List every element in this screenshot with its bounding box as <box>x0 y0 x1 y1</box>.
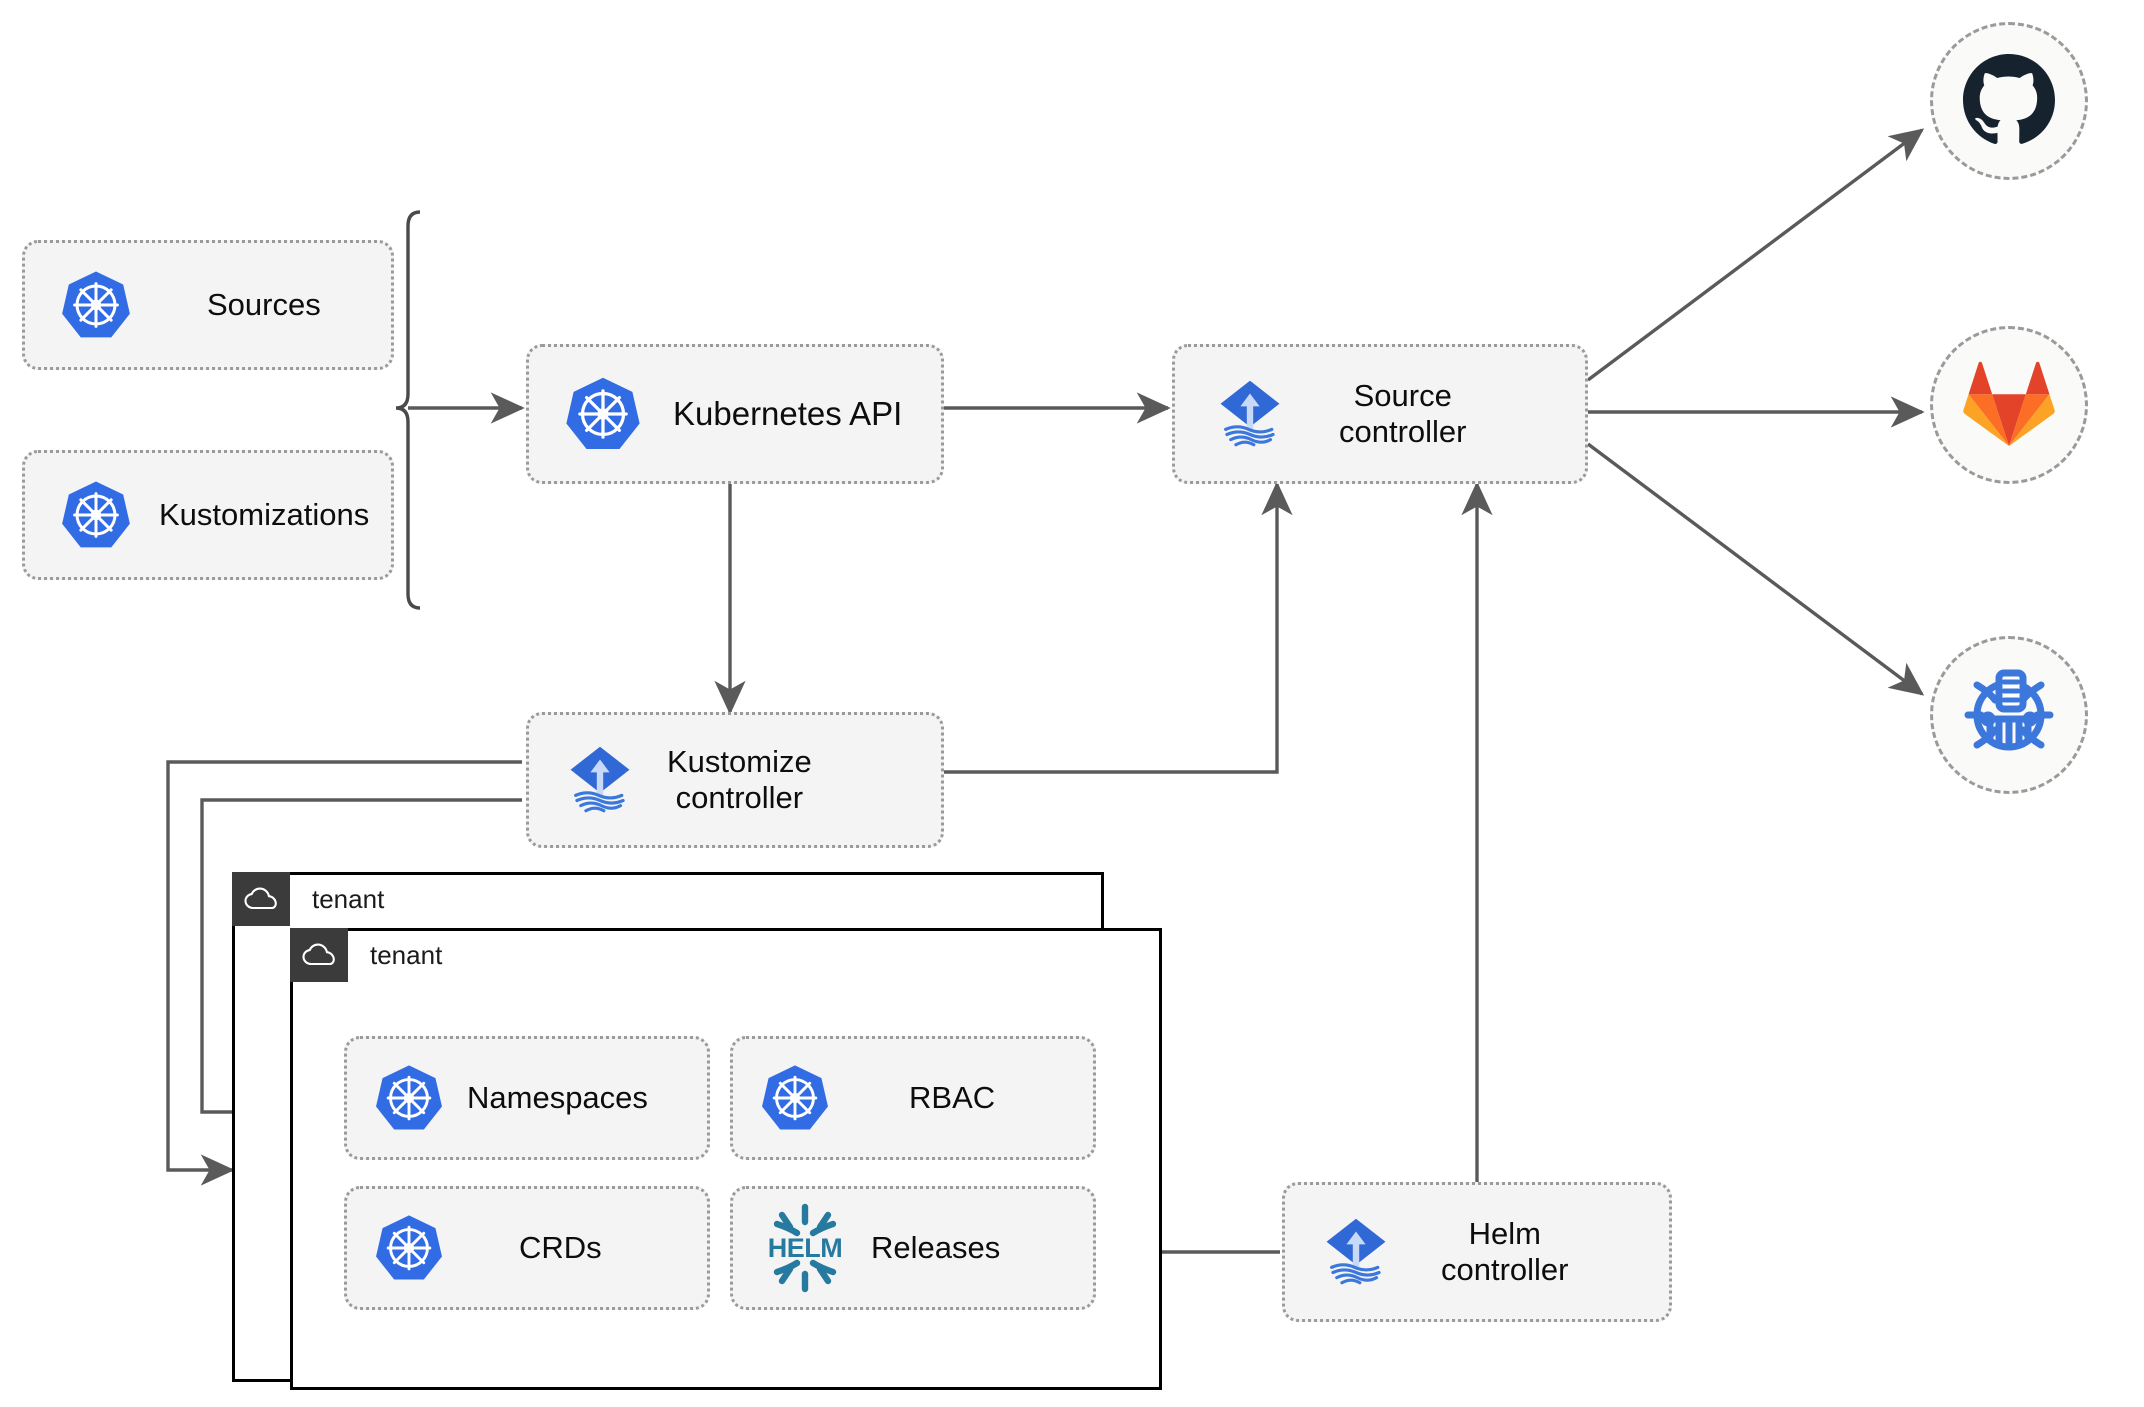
tenant-header: tenant <box>290 928 442 982</box>
kubernetes-icon <box>373 1212 445 1284</box>
tenant-header: tenant <box>232 872 384 926</box>
flux-icon <box>559 739 641 821</box>
tenant-title: tenant <box>312 883 385 914</box>
endpoint-github[interactable] <box>1930 22 2088 180</box>
node-label: RBAC <box>909 1080 996 1116</box>
helm-registry-icon <box>1959 663 2059 768</box>
node-label: Sources <box>207 287 321 323</box>
kubernetes-icon <box>59 268 133 342</box>
tenant-title: tenant <box>370 939 443 970</box>
svg-text:HELM: HELM <box>768 1233 843 1263</box>
endpoint-gitlab[interactable] <box>1930 326 2088 484</box>
node-crds[interactable]: CRDs <box>344 1186 710 1310</box>
gitlab-icon <box>1963 360 2055 451</box>
kubernetes-icon <box>759 1062 831 1134</box>
node-namespaces[interactable]: Namespaces <box>344 1036 710 1160</box>
node-releases[interactable]: HELM Releases <box>730 1186 1096 1310</box>
node-sources[interactable]: Sources <box>22 240 394 370</box>
helm-icon: HELM <box>757 1202 853 1294</box>
flux-icon <box>1209 373 1291 455</box>
node-label: Namespaces <box>467 1080 648 1116</box>
node-kustomize-controller[interactable]: Kustomize controller <box>526 712 944 848</box>
node-kustomizations[interactable]: Kustomizations <box>22 450 394 580</box>
cloud-icon <box>232 872 290 926</box>
node-rbac[interactable]: RBAC <box>730 1036 1096 1160</box>
kubernetes-icon <box>59 478 133 552</box>
node-helm-controller[interactable]: Helm controller <box>1282 1182 1672 1322</box>
node-label: Kustomizations <box>159 497 370 533</box>
endpoint-registry[interactable] <box>1930 636 2088 794</box>
github-icon <box>1963 53 2055 150</box>
flux-icon <box>1315 1211 1397 1293</box>
node-label: Source controller <box>1339 378 1467 449</box>
kubernetes-icon <box>563 374 643 454</box>
cloud-icon <box>290 928 348 982</box>
node-kubernetes-api[interactable]: Kubernetes API <box>526 344 944 484</box>
node-source-controller[interactable]: Source controller <box>1172 344 1588 484</box>
node-label: Kubernetes API <box>673 395 903 433</box>
node-label: Releases <box>871 1230 1001 1266</box>
node-label: Helm controller <box>1441 1216 1569 1287</box>
node-label: Kustomize controller <box>667 744 812 815</box>
node-label: CRDs <box>519 1230 602 1266</box>
kubernetes-icon <box>373 1062 445 1134</box>
